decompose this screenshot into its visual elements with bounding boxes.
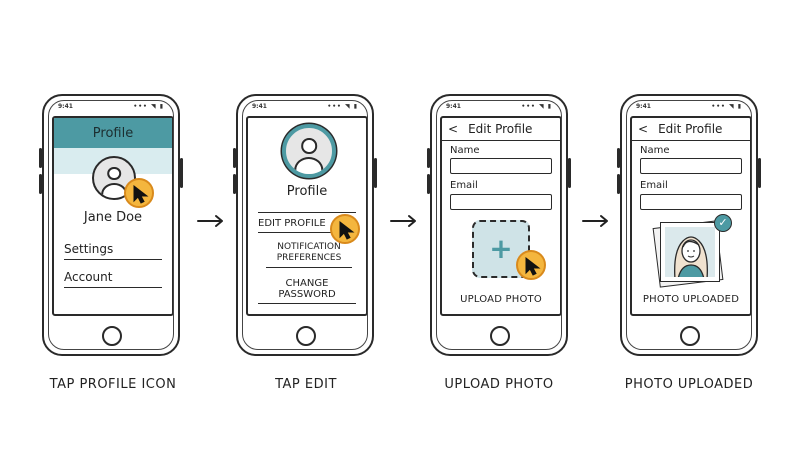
back-chevron-icon[interactable]: < — [638, 122, 649, 136]
edit-profile-header: < Edit Profile — [442, 118, 560, 141]
name-field[interactable] — [450, 158, 552, 174]
tap-cursor-icon — [124, 178, 154, 208]
menu-item-notification-preferences[interactable]: NOTIFICATION PREFERENCES — [266, 242, 352, 268]
screen: < Edit Profile Name Email + UPLOAD PHOTO — [440, 116, 562, 316]
home-button[interactable] — [490, 326, 510, 346]
email-field[interactable] — [640, 194, 742, 210]
volume-button — [617, 148, 620, 168]
volume-button — [427, 148, 430, 168]
home-button[interactable] — [680, 326, 700, 346]
volume-button — [233, 174, 236, 194]
menu-item-change-password[interactable]: CHANGE PASSWORD — [258, 278, 356, 304]
tap-cursor-icon — [516, 250, 546, 280]
right-arrow-icon — [582, 215, 608, 227]
step-caption-4: PHOTO UPLOADED — [624, 377, 754, 392]
divider — [258, 212, 356, 213]
profile-header: Profile — [54, 118, 172, 150]
volume-button — [39, 148, 42, 168]
menu-item-account[interactable]: Account — [64, 270, 162, 288]
menu-item-edit-profile[interactable]: EDIT PROFILE — [258, 218, 356, 233]
volume-button — [233, 148, 236, 168]
status-icons: ••• ◥ ▮ — [133, 103, 164, 110]
email-field[interactable] — [450, 194, 552, 210]
photo-uploaded-label: PHOTO UPLOADED — [642, 294, 740, 305]
header-title: Edit Profile — [468, 122, 533, 136]
step-caption-1: TAP PROFILE ICON — [49, 377, 177, 392]
status-bar: 9:41 ••• ◥ ▮ — [250, 103, 360, 113]
volume-button — [39, 174, 42, 194]
status-bar: 9:41 ••• ◥ ▮ — [634, 103, 744, 113]
portrait-image — [665, 227, 715, 277]
status-icons: ••• ◥ ▮ — [327, 103, 358, 110]
phone-step-1: 9:41 ••• ◥ ▮ Profile Jane Doe Settings A… — [39, 94, 183, 356]
status-bar: 9:41 ••• ◥ ▮ — [56, 103, 166, 113]
back-chevron-icon[interactable]: < — [448, 122, 459, 136]
status-time: 9:41 — [58, 103, 73, 110]
power-button — [180, 158, 183, 188]
volume-button — [427, 174, 430, 194]
cursor-arrow-icon — [525, 257, 541, 276]
name-label: Name — [640, 145, 670, 156]
check-icon: ✓ — [714, 214, 732, 232]
phone-step-4: 9:41 ••• ◥ ▮ < Edit Profile Name Email — [617, 94, 761, 356]
uploaded-photo — [652, 220, 724, 288]
profile-title: Profile — [286, 184, 328, 199]
edit-profile-header: < Edit Profile — [632, 118, 750, 141]
home-button[interactable] — [296, 326, 316, 346]
power-button — [568, 158, 571, 188]
status-bar: 9:41 ••• ◥ ▮ — [444, 103, 554, 113]
cursor-arrow-icon — [339, 221, 355, 240]
user-name: Jane Doe — [83, 210, 143, 225]
right-arrow-icon — [197, 215, 223, 227]
plus-icon: + — [489, 232, 513, 265]
cursor-arrow-icon — [133, 185, 149, 204]
power-button — [374, 158, 377, 188]
header-title: Profile — [92, 125, 134, 141]
phone-step-2: 9:41 ••• ◥ ▮ Profile EDIT PROFILE NOTIFI… — [233, 94, 377, 356]
status-time: 9:41 — [636, 103, 651, 110]
screen: Profile Jane Doe Settings Account — [52, 116, 174, 316]
status-icons: ••• ◥ ▮ — [521, 103, 552, 110]
step-caption-3: UPLOAD PHOTO — [444, 377, 554, 392]
screen: < Edit Profile Name Email — [630, 116, 752, 316]
volume-button — [617, 174, 620, 194]
name-label: Name — [450, 145, 480, 156]
email-label: Email — [450, 180, 478, 191]
status-time: 9:41 — [252, 103, 267, 110]
status-icons: ••• ◥ ▮ — [711, 103, 742, 110]
home-button[interactable] — [102, 326, 122, 346]
menu-item-settings[interactable]: Settings — [64, 242, 162, 260]
email-label: Email — [640, 180, 668, 191]
profile-avatar-icon — [282, 124, 336, 178]
header-title: Edit Profile — [658, 122, 723, 136]
upload-photo-label: UPLOAD PHOTO — [460, 294, 542, 305]
status-time: 9:41 — [446, 103, 461, 110]
phone-step-3: 9:41 ••• ◥ ▮ < Edit Profile Name Email +… — [427, 94, 571, 356]
power-button — [758, 158, 761, 188]
screen: Profile EDIT PROFILE NOTIFICATION PREFER… — [246, 116, 368, 316]
name-field[interactable] — [640, 158, 742, 174]
step-caption-2: TAP EDIT — [275, 377, 337, 392]
tap-cursor-icon — [330, 214, 360, 244]
right-arrow-icon — [390, 215, 416, 227]
